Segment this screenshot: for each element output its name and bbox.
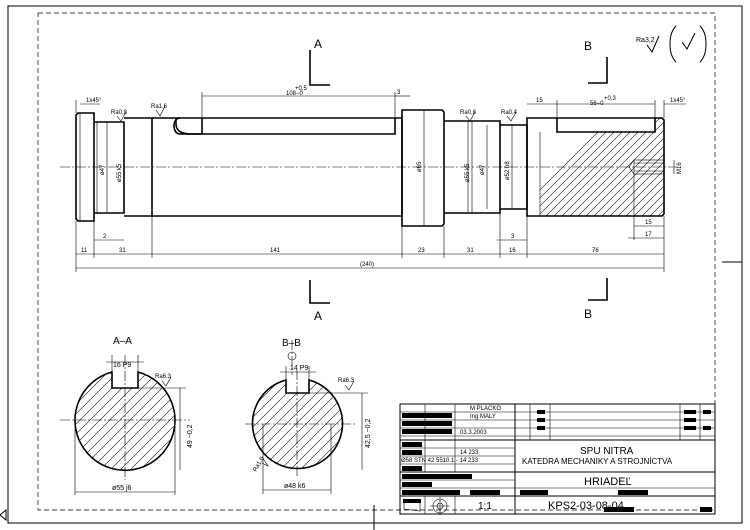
aa-key-dim: 16 P9: [113, 362, 131, 369]
dim-bot-76: 76: [592, 248, 599, 254]
dim-bot-23: 23: [418, 248, 425, 254]
dim-bot-16: 16: [509, 248, 516, 254]
dim-chamfer-left: 1x45°: [86, 98, 102, 104]
aa-depth-dim: 49 −0,2: [187, 424, 194, 448]
bottom-dimensions: 11 2 31 141 23 31 3 16 76 (240): [75, 213, 665, 272]
dim-thread-len2: 17: [645, 232, 652, 238]
general-surface-finish: Ra3,2: [636, 25, 707, 63]
title-department: KATEDRA MECHANIKY A STROJNÍCTVA: [522, 457, 673, 466]
inner-frame-dashed: [37, 12, 716, 511]
ra-08-right: Ra0,8: [460, 110, 477, 116]
ra-04-right: Ra0,4: [501, 110, 518, 116]
bb-depth-dim: 42,5 −0,2: [365, 419, 372, 448]
dim-d55-left: ø55 k5: [117, 163, 123, 182]
bb-key-dim: 14 P9: [290, 365, 308, 372]
ra-08-left: Ra0,8: [111, 110, 128, 116]
dim-keyway2-offset: 15: [536, 98, 543, 104]
dim-d47-right: ø47: [480, 164, 486, 175]
title-standard: Ø58 STN 42 5510.1 - 14 233: [401, 458, 479, 464]
title-part-name: HRIADEĽ: [584, 476, 632, 488]
section-bb-title: B–B: [282, 338, 301, 349]
dim-keyway2-length: 56−0: [590, 101, 604, 107]
section-a-label-top: A: [314, 37, 322, 51]
dim-chamfer-right: 1x45°: [670, 98, 686, 104]
section-b-label-bottom: B: [584, 307, 592, 321]
shaft-main-view: [60, 109, 680, 227]
section-aa-title: A–A: [113, 336, 132, 347]
section-bb: B–B 14 P9: [245, 338, 372, 494]
dim-d52: ø52 h8: [505, 161, 511, 180]
bb-diameter-dim: ø48 k6: [284, 483, 306, 490]
dim-keyway-tol: +0,5: [295, 86, 308, 92]
dim-bot-31: 31: [119, 248, 126, 254]
ra-63-aa: Ra6,3: [155, 374, 172, 380]
dim-thread: M16: [677, 162, 683, 174]
dim-d55-right: ø55 k5: [465, 163, 471, 182]
title-number-small: 14 233: [434, 422, 453, 428]
title-author2: Ing MALY: [470, 414, 496, 420]
title-block: M PLACKO Ing MALY 14 233 03.3.2003 14 23…: [399, 403, 716, 515]
surface-finish-general: Ra3,2: [636, 37, 655, 44]
section-b-label-top: B: [584, 39, 592, 53]
aa-diameter-dim: ø55 j6: [112, 485, 132, 492]
section-a-label-bottom: A: [314, 309, 322, 323]
dim-bot-11: 11: [81, 248, 88, 254]
ra-16-left: Ra1,6: [151, 104, 168, 110]
dim-bot-3: 3: [511, 234, 515, 240]
ra-63-bb: Ra6,3: [338, 378, 355, 384]
title-author: M PLACKO: [470, 406, 501, 412]
dim-total: (240): [360, 262, 374, 268]
title-institution: SPU NITRA: [580, 446, 634, 457]
title-drawing-number: KPS2-03-08-04: [548, 500, 624, 512]
projection-symbol-icon: [403, 497, 450, 515]
title-date: 03.3.2003: [460, 430, 487, 436]
title-scale: 1:1: [478, 501, 492, 512]
dim-bot-2: 2: [103, 234, 107, 240]
top-dimensions: +0,5 108−0 3 +0,3 56−0 15 1x45° 1x45° Ra…: [75, 86, 686, 122]
title-material-ref: 14 233: [460, 450, 479, 456]
dim-keyway-end: 3: [397, 90, 401, 96]
dim-d65: ø65: [417, 161, 423, 172]
diameter-dimensions: ø47 ø55 k5 ø65 ø55 k5 ø47 ø52 h8 M16 15 …: [100, 110, 683, 240]
dim-thread-len: 15: [645, 220, 652, 226]
dim-keyway2-tol: +0,3: [604, 96, 617, 102]
dim-keyway-length: 108−0: [286, 91, 304, 97]
section-markers: A A B B: [309, 37, 608, 323]
dim-d47-left: ø47: [100, 164, 106, 175]
section-aa: A–A: [60, 336, 194, 495]
dim-bot-141: 141: [270, 248, 281, 254]
dim-bot-31b: 31: [467, 248, 474, 254]
outer-frame: [7, 5, 743, 524]
